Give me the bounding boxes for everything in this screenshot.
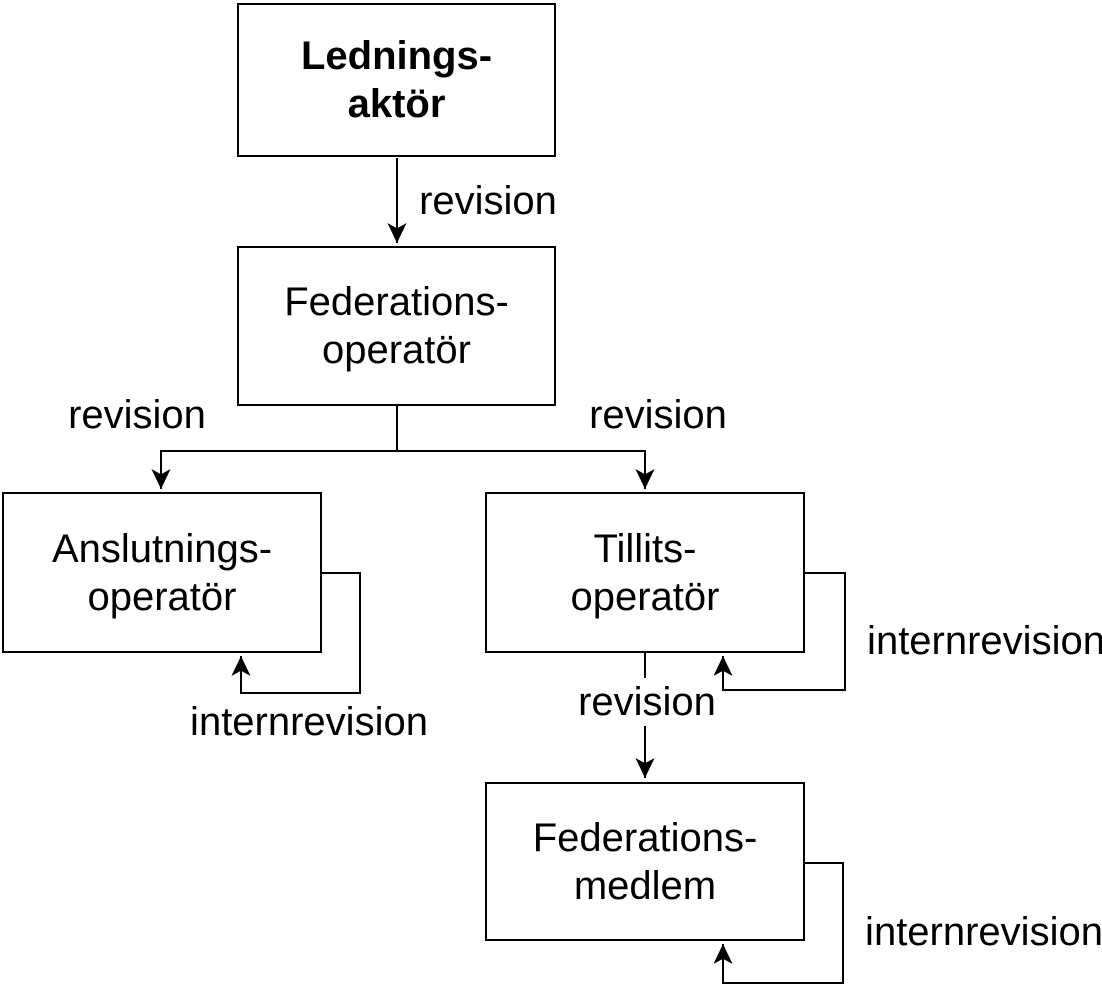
node-label-line: operatör: [87, 574, 237, 619]
edge-label-revision-right: revision: [586, 391, 730, 439]
node-anslutnings-operator: Anslutnings- operatör: [2, 492, 322, 653]
edge-label-internrevision-anslutnings: internrevision: [187, 698, 431, 746]
node-label-line: operatör: [570, 574, 720, 619]
edge-label-internrevision-tillits: internrevision: [864, 617, 1102, 665]
node-label-line: Lednings-: [300, 34, 493, 78]
node-federations-medlem: Federations- medlem: [485, 782, 805, 941]
node-label-line: medlem: [573, 863, 717, 908]
edge-label-revision-bottom: revision: [575, 678, 719, 726]
arrow-federation-to-tillits: [396, 406, 655, 489]
node-lednings-aktor: Lednings- aktör: [237, 3, 556, 157]
node-federations-operator: Federations- operatör: [237, 246, 556, 406]
edge-label-revision-top: revision: [416, 177, 560, 225]
node-label-line: operatör: [322, 328, 471, 372]
node-label-line: Federations-: [532, 815, 758, 860]
node-label-line: aktör: [347, 82, 446, 126]
node-label-line: Federations-: [284, 280, 509, 324]
edge-label-revision-left: revision: [65, 391, 209, 439]
loop-anslutning-internrevision: [231, 572, 361, 694]
node-label-line: Anslutnings-: [51, 526, 273, 571]
node-label-line: Tillits-: [593, 526, 697, 571]
loop-medlem-internrevision: [713, 862, 844, 984]
edge-label-internrevision-medlem: internrevision: [862, 908, 1102, 956]
loop-tillits-internrevision: [713, 572, 846, 691]
node-tillits-operator: Tillits- operatör: [485, 492, 805, 653]
